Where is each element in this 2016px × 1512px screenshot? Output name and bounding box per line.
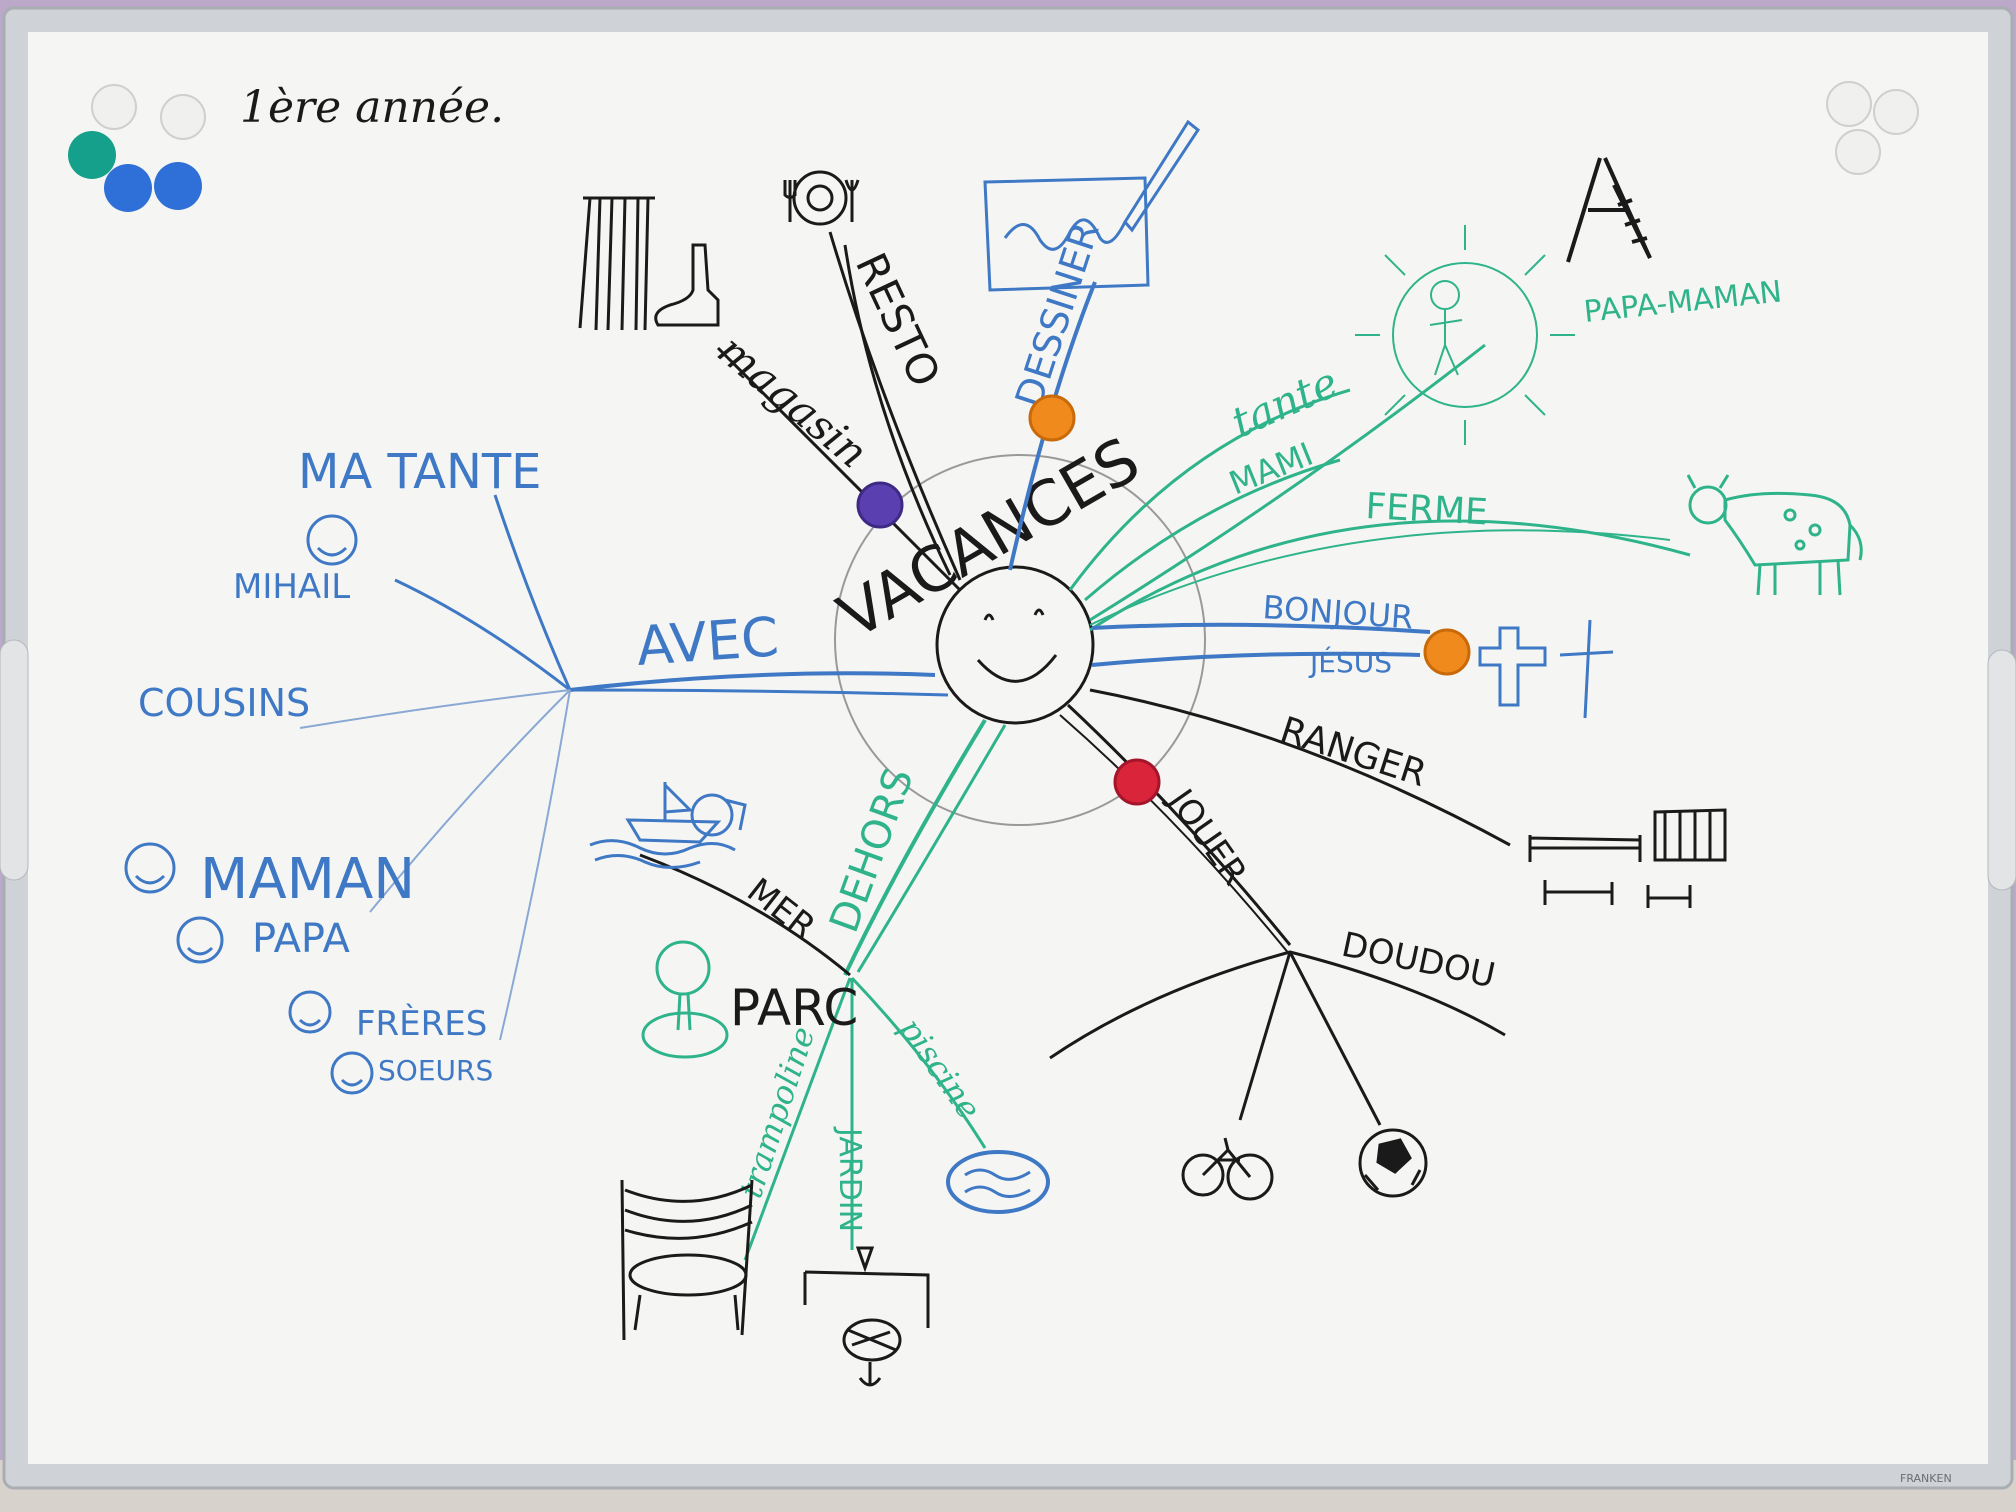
ball-icon <box>1358 1128 1428 1198</box>
orange-magnet <box>1028 394 1076 442</box>
doudou-fan <box>1049 950 1506 1126</box>
bottom-item-label: PARC <box>730 979 858 1037</box>
left-item-label: FRÈRES <box>356 1003 487 1044</box>
top-branch <box>716 231 962 592</box>
right-hinge <box>1987 649 2016 891</box>
face-doodles <box>124 514 374 1095</box>
bottom-branch <box>743 718 1007 1261</box>
boat-icon <box>589 782 747 869</box>
bed-icon <box>1528 808 1727 908</box>
left-item-label: MIHAIL <box>233 567 350 607</box>
drawing-paper-icon <box>983 119 1201 292</box>
face-icon <box>330 1051 374 1095</box>
smiley-face-icon <box>935 565 1095 725</box>
white-magnet <box>160 94 206 140</box>
left-item-label: MA TANTE <box>298 444 542 500</box>
magnets-top-left <box>68 84 206 212</box>
ladder-icon <box>1566 157 1652 263</box>
face-icon <box>306 514 358 566</box>
left-item-label: MAMAN <box>200 847 415 912</box>
left-item-label: SOEURS <box>378 1054 493 1087</box>
orange-magnet <box>1423 628 1471 676</box>
bicycle-icon <box>1181 1137 1274 1201</box>
white-magnet <box>1835 129 1881 175</box>
cow-icon <box>1686 474 1863 596</box>
blue-magnet <box>154 162 202 210</box>
face-icon <box>288 990 332 1034</box>
right-branch-green <box>1068 343 1691 632</box>
left-item-label: COUSINS <box>138 681 310 725</box>
left-item-label: PAPA <box>252 916 350 962</box>
left-branch <box>299 494 949 1041</box>
garden-icon <box>803 1246 930 1387</box>
curtain-icon <box>578 196 655 331</box>
brand-label: FRANKEN <box>1900 1472 1952 1485</box>
face-icon <box>124 842 176 894</box>
tree-icon <box>641 940 729 1059</box>
white-magnet <box>1826 81 1872 127</box>
center-big-circle <box>834 454 1206 826</box>
board-surface <box>28 32 1988 1464</box>
right-item-label: FERME <box>1365 486 1489 533</box>
white-magnet <box>1873 89 1919 135</box>
purple-magnet <box>856 481 904 529</box>
cross-icon <box>1478 619 1614 719</box>
pool-icon <box>946 1150 1050 1214</box>
plate-fork-icon <box>783 170 860 226</box>
right-item-label: JÉSUS <box>1308 645 1392 679</box>
face-icon <box>176 916 224 964</box>
right-branch-black <box>1059 688 1511 956</box>
board-title: 1ère année. <box>240 82 504 133</box>
shoe-icon <box>654 243 720 327</box>
right-branch-blue <box>1091 622 1431 667</box>
left-hinge <box>0 639 29 881</box>
sun-icon <box>1355 225 1575 445</box>
trampoline-icon <box>620 1179 754 1341</box>
bottom-item-label: JARDIN <box>832 1126 867 1232</box>
white-magnet <box>91 84 137 130</box>
left-hub-label: AVEC <box>635 605 781 678</box>
green-magnet <box>68 131 116 179</box>
red-magnet <box>1113 758 1161 806</box>
blue-magnet <box>104 164 152 212</box>
magnets-top-right <box>1826 81 1919 175</box>
